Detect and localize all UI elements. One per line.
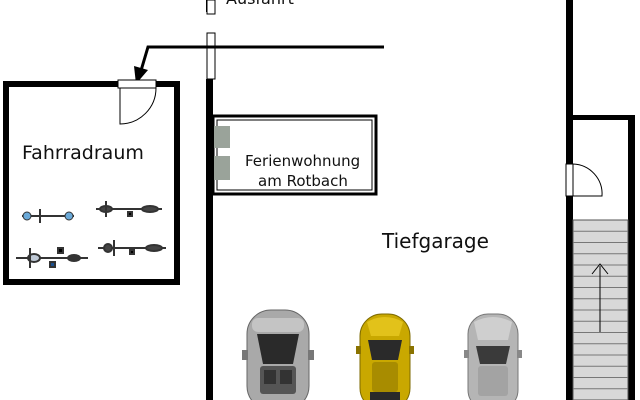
bike-icon bbox=[22, 209, 74, 223]
stair-top-wall bbox=[566, 115, 635, 120]
bike-icon bbox=[96, 201, 162, 217]
apartment-label-line1: Ferienwohnung bbox=[245, 152, 360, 170]
stair-arrow-head bbox=[591, 263, 609, 275]
exit-label: Ausfahrt bbox=[226, 0, 294, 8]
stair-steps bbox=[573, 230, 628, 390]
apartment-label-line2: am Rotbach bbox=[258, 172, 348, 190]
car-silver bbox=[242, 309, 314, 400]
stair-right-wall bbox=[628, 120, 635, 400]
garage-right-wall bbox=[566, 0, 573, 400]
bike-room-label: Fahrradraum bbox=[22, 142, 144, 164]
car-gray bbox=[464, 313, 522, 400]
car-gold bbox=[356, 313, 414, 400]
arrow-to-bike-room bbox=[138, 45, 384, 75]
bike-icon bbox=[16, 247, 88, 268]
storage-shelf bbox=[214, 126, 230, 148]
bike-room-walls bbox=[3, 81, 180, 285]
bike-room-door-swing bbox=[119, 87, 157, 125]
stair-door-gap bbox=[565, 163, 574, 197]
bike-room-door-gap bbox=[117, 79, 157, 89]
gate-marker-mid bbox=[206, 32, 216, 80]
garage-label: Tiefgarage bbox=[381, 229, 489, 253]
garage-left-wall bbox=[206, 79, 213, 400]
bike-icon bbox=[98, 240, 166, 256]
stair-door-swing bbox=[572, 163, 603, 197]
stairwell bbox=[565, 163, 629, 400]
gate-marker-top bbox=[206, 0, 216, 15]
apartment-storage: Ferienwohnung am Rotbach bbox=[211, 114, 378, 196]
storage-shelf bbox=[214, 156, 230, 180]
